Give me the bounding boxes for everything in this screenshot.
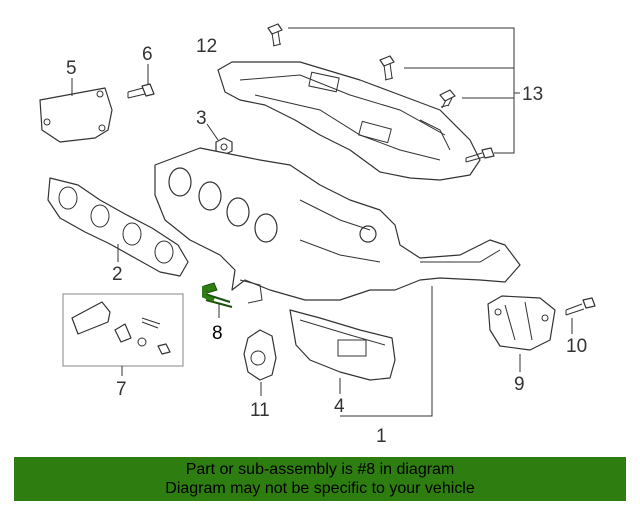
callout-12: 12: [196, 36, 217, 57]
heat-shield-bolt-13a[interactable]: [267, 23, 283, 47]
leader-1: [340, 286, 433, 417]
callout-9: 9: [514, 374, 525, 395]
callout-13: 13: [522, 84, 543, 105]
bolt-10[interactable]: [565, 297, 596, 316]
info-banner: Part or sub-assembly is #8 in diagram Di…: [14, 457, 626, 501]
parts-diagram: 5 6 12 3 13 2 8 7 4 11 9 10 1: [39, 23, 596, 447]
bolt-6[interactable]: [127, 83, 155, 99]
callout-8: 8: [212, 323, 223, 344]
callout-10: 10: [566, 336, 587, 357]
gasket-kit-7[interactable]: [62, 293, 184, 367]
bracket-9[interactable]: [487, 295, 556, 351]
callout-7: 7: [116, 379, 127, 400]
leader-13: [288, 27, 520, 154]
callout-1: 1: [376, 426, 387, 447]
heat-shield-bolt-13d[interactable]: [465, 147, 495, 163]
callout-5: 5: [66, 58, 77, 79]
callout-6: 6: [142, 44, 153, 65]
banner-line-1: Part or sub-assembly is #8 in diagram: [185, 461, 455, 478]
callout-3: 3: [196, 108, 207, 129]
callout-11: 11: [250, 400, 270, 421]
banner-line-2: Diagram may not be specific to your vehi…: [165, 480, 475, 497]
heat-shield-bolt-13b[interactable]: [379, 55, 395, 81]
heat-shield-bolt-13c[interactable]: [439, 89, 456, 109]
insulator-11[interactable]: [243, 329, 277, 381]
bracket-5[interactable]: [39, 87, 113, 143]
exhaust-manifold-1[interactable]: [154, 147, 521, 304]
callout-4: 4: [334, 396, 345, 417]
heat-shield-lower-4[interactable]: [289, 309, 396, 381]
stud-bolt-8[interactable]: [202, 282, 233, 308]
callout-2: 2: [112, 264, 123, 285]
heat-shield-upper[interactable]: [217, 61, 481, 181]
leader-3: [206, 123, 219, 141]
manifold-gasket-2[interactable]: [47, 177, 189, 277]
